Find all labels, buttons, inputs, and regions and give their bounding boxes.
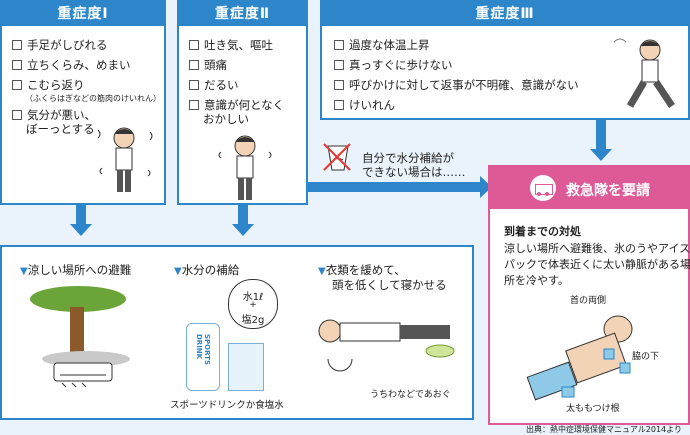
level1-item-3: こむら返り [12,78,85,92]
no-water-text-line1: 自分で水分補給が [362,151,454,165]
level1-item-4-line2: ぼーっとする [26,122,95,136]
label-armpit: 脇の下 [632,352,660,362]
level2-panel: 重症度Ⅱ 吐き気、嘔吐 頭痛 だるい 意識が何となく おかしい [177,0,308,205]
level1-item-2: 立ちくらみ、めまい [12,58,131,72]
ambulance-icon [530,175,556,201]
sports-drink-bottle: SPORTS DRINK [186,323,220,391]
level3-item-3: 呼びかけに対して返事が不明確、意識がない [334,78,579,92]
level1-item-3-note: （ふくらはぎなどの筋肉のけいれん） [25,94,161,103]
bubble-line2: 塩2g [241,315,265,326]
no-water-cup-icon [323,143,351,171]
level2-item-2: 頭痛 [189,58,227,72]
level3-item-4: けいれん [334,98,395,112]
level2-item-3: だるい [189,78,239,92]
bubble-plus: + [249,300,257,310]
level3-item-1: 過度な体温上昇 [334,38,430,52]
action-loosen-clothes: ▼衣類を緩めて、 [318,263,406,277]
level2-item-1: 吐き気、嘔吐 [189,38,273,52]
arrow-level1-down-icon [70,224,92,236]
action-lay-down: 頭を低くして寝かせる [332,278,447,292]
arrow-level3-shaft [596,120,606,150]
arrow-to-ambulance-shaft [308,182,480,192]
first-aid-actions-box: ▼涼しい場所への避難 ▼水分の補給 水1ℓ + 塩2g SPORTS DRINK… [0,245,474,420]
level1-item-1: 手足がしびれる [12,38,108,52]
level1-item-4: 気分が悪い、 [12,108,96,122]
drink-caption: スポーツドリンクか食塩水 [170,400,284,411]
action-hydration: ▼水分の補給 [174,263,240,277]
level3-title: 重症度Ⅲ [320,0,690,26]
no-water-text-line2: できない場合は…… [362,165,466,179]
lying-man-illustration [318,319,455,372]
label-neck-sides: 首の両側 [570,296,607,306]
water-glass [228,343,264,391]
cooling-body-illustration [526,315,633,401]
action-cool-place: ▼涼しい場所への避難 [20,263,132,277]
arrow-level2-down-icon [232,224,254,236]
ambulance-panel: 救急隊を要請 到着までの対処 涼しい場所へ避難後、氷のうやアイス パックで体表近… [488,165,690,425]
level3-panel: 重症度Ⅲ 過度な体温上昇 真っすぐに歩けない 呼びかけに対して返事が不明確、意識… [320,0,690,120]
level1-title: 重症度Ⅰ [0,0,166,26]
level2-item-4-line2: おかしい [203,112,249,126]
arrow-level3-down-icon [590,149,612,161]
level2-title: 重症度Ⅱ [177,0,308,26]
ambulance-text: 涼しい場所へ避難後、氷のうやアイス パックで体表近くに太い静脈がある場 所を冷や… [504,242,690,287]
nauseous-man-illustration [218,135,272,200]
air-conditioner-illustration [53,362,113,388]
level3-item-2: 真っすぐに歩けない [334,58,453,72]
bottle-label: SPORTS DRINK [195,334,211,366]
dizzy-man-illustration [97,127,153,192]
source-citation: 出典：熱中症環境保健マニュアル2014より [526,425,682,434]
bubble-line1: 水1ℓ [242,292,264,303]
ambulance-title: 救急隊を要請 [566,183,650,199]
label-thigh: 太ももつけ根 [566,404,620,414]
level2-item-4: 意識が何となく [189,98,284,112]
level1-panel: 重症度Ⅰ 手足がしびれる 立ちくらみ、めまい こむら返り （ふくらはぎなどの筋肉… [0,0,166,205]
salt-water-bubble: 水1ℓ + 塩2g [228,279,278,329]
ambulance-subtitle: 到着までの対処 [504,225,581,238]
collapsed-man-illustration [613,38,675,108]
arrow-level2-shaft [238,205,248,225]
fan-caption: うちわなどであおぐ [370,390,451,400]
arrow-level1-shaft [76,205,86,225]
ambulance-header [488,165,690,209]
